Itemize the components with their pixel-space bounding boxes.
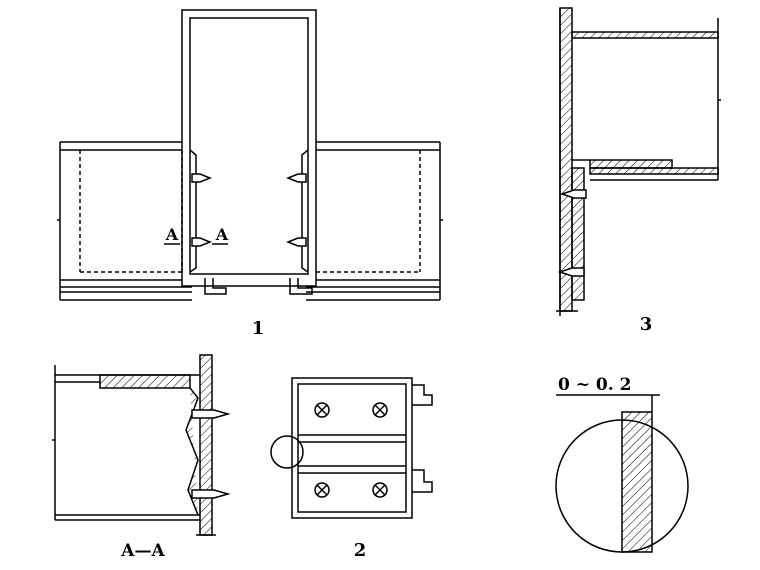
right-panel: [306, 141, 443, 301]
left-panel: [57, 141, 192, 301]
screw-icon: [191, 173, 307, 247]
section-mark-right: A: [215, 225, 229, 244]
detail-circle-drawing: [555, 394, 689, 553]
tolerance-label: 0 ~ 0. 2: [558, 375, 631, 395]
figure-1-label: 1: [252, 318, 265, 339]
figure-3-drawing: [556, 7, 721, 316]
figure-3-label: 3: [640, 314, 653, 335]
screw-icon: [557, 189, 587, 277]
section-view-label: A—A: [120, 541, 165, 561]
section-mark-left: A: [165, 225, 179, 244]
figure-1-drawing: [57, 9, 443, 301]
screw-icon: [191, 409, 231, 499]
figure-2-drawing: [270, 377, 433, 519]
figure-2-label: 2: [354, 540, 367, 561]
bolt-icon: [314, 402, 388, 498]
section-aa-drawing: [52, 354, 231, 536]
